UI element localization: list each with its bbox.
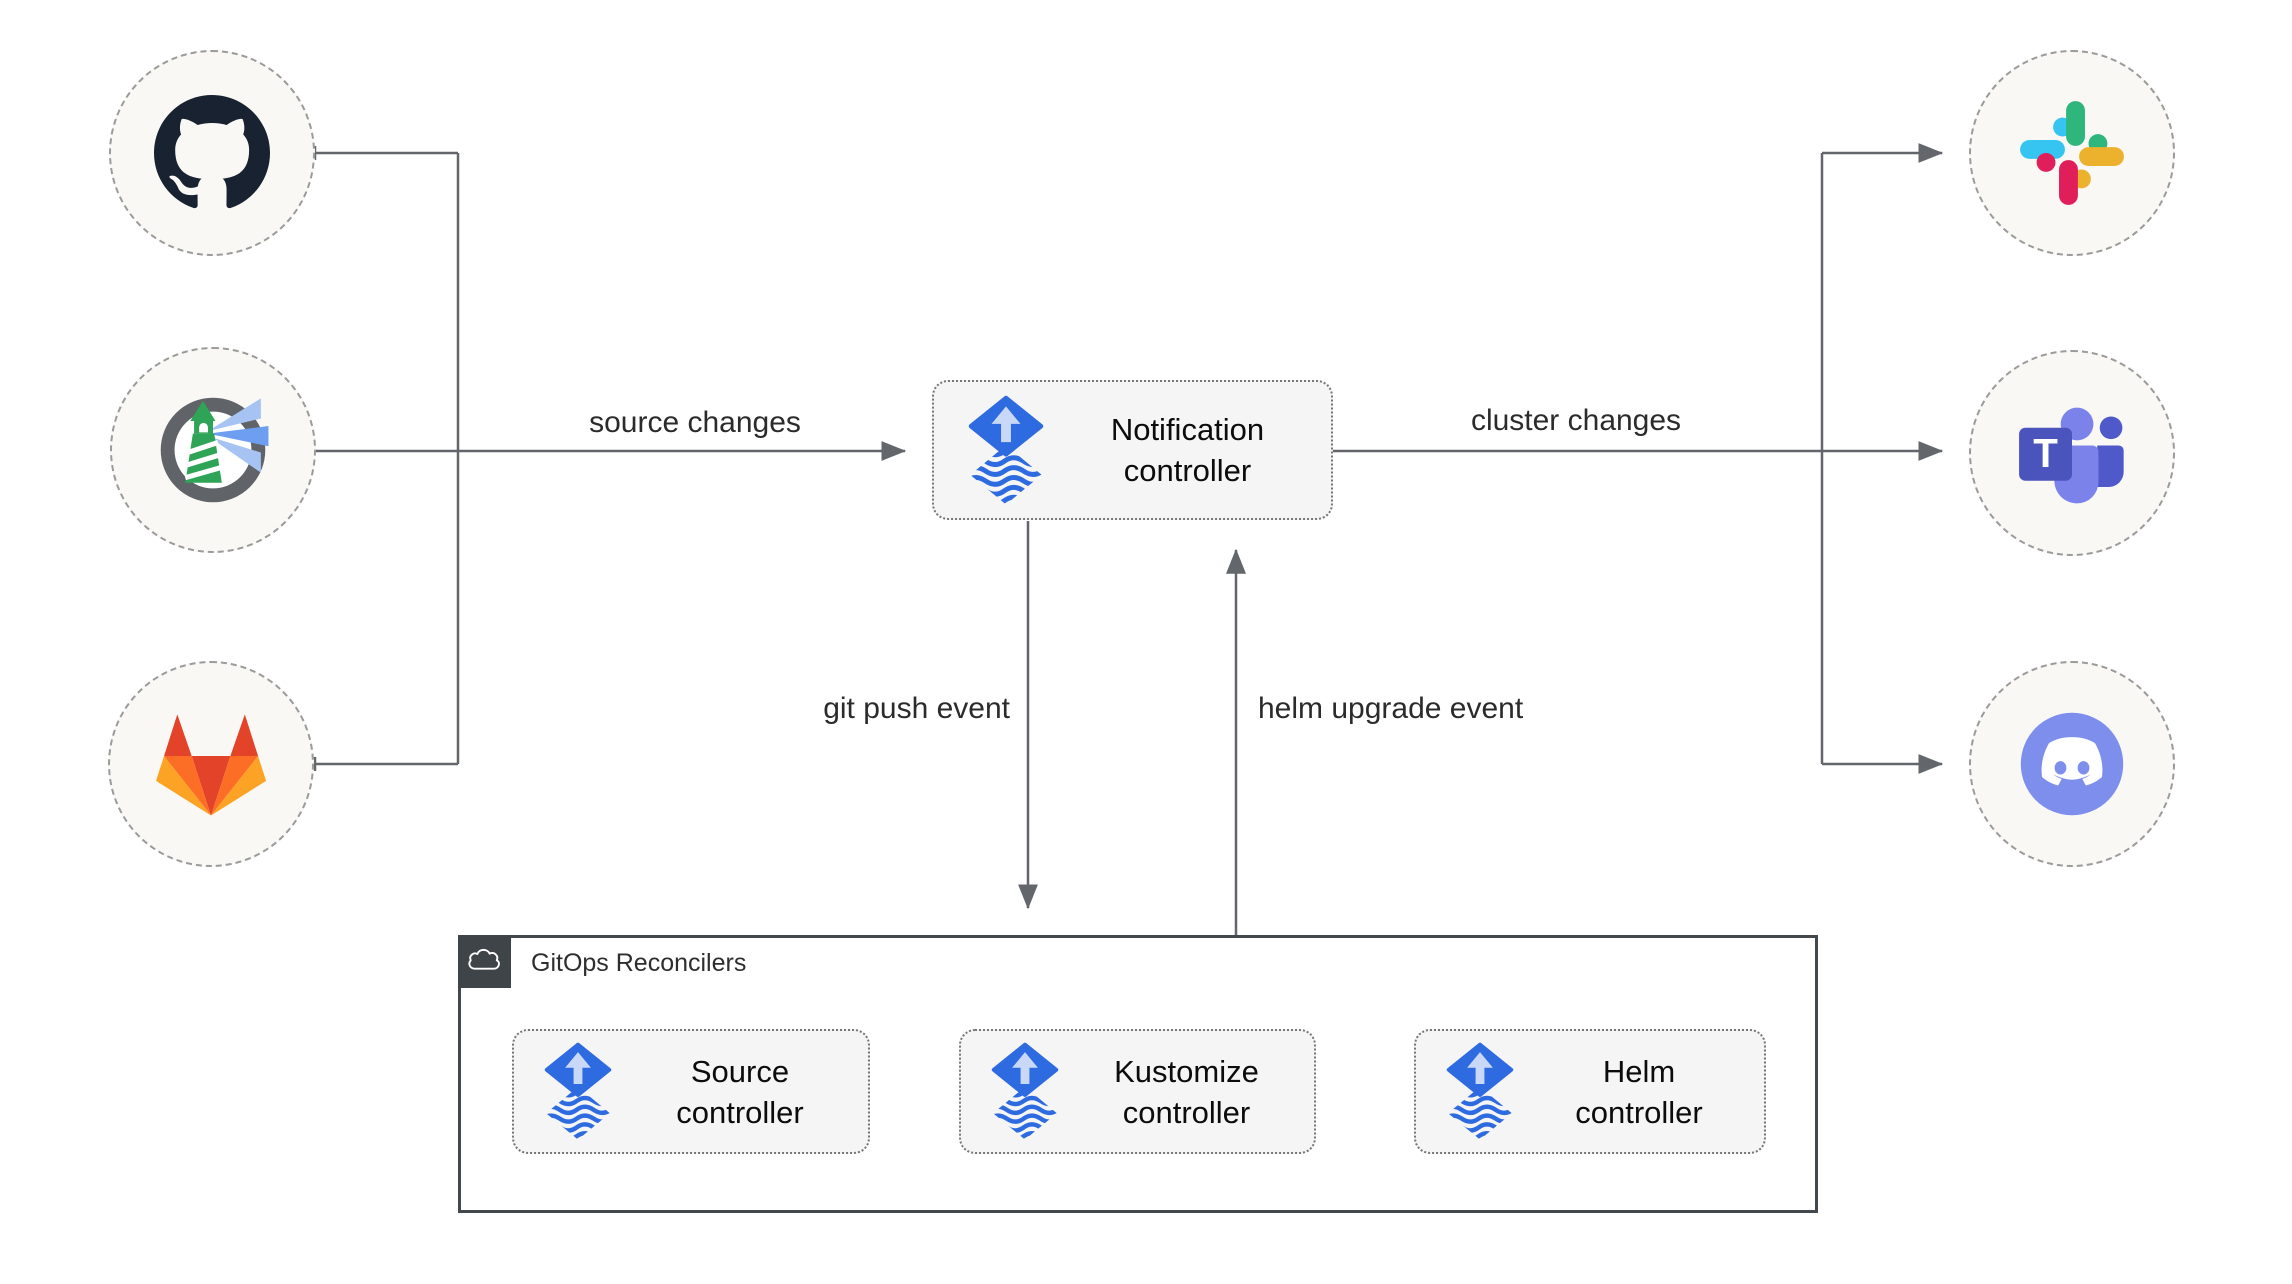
container-gitops-reconcilers: GitOps Reconcilers Source controller Kus… bbox=[458, 935, 1818, 1213]
node-title-line1: Source bbox=[690, 1053, 790, 1089]
target-node-discord bbox=[1969, 661, 2175, 867]
source-node-gitlab bbox=[108, 661, 314, 867]
teams-icon bbox=[2009, 390, 2135, 516]
edge-label-git-push-event: git push event bbox=[823, 692, 1010, 725]
node-notification-controller: Notification controller bbox=[932, 380, 1333, 520]
edge-label-helm-upgrade-event: helm upgrade event bbox=[1258, 692, 1524, 725]
edge-label-cluster-changes: cluster changes bbox=[1470, 404, 1682, 437]
node-helm-controller: Helm controller bbox=[1414, 1029, 1766, 1154]
flux-icon bbox=[1446, 1042, 1514, 1141]
gitops-container-label: GitOps Reconcilers bbox=[531, 949, 747, 977]
node-title-line1: Helm bbox=[1602, 1053, 1676, 1089]
node-title-line1: Notification bbox=[1110, 412, 1265, 447]
edge-label-source-changes: source changes bbox=[589, 406, 801, 439]
flux-icon bbox=[968, 395, 1044, 506]
source-node-harbor bbox=[110, 347, 316, 553]
source-node-github bbox=[109, 50, 315, 256]
node-source-controller: Source controller bbox=[512, 1029, 870, 1154]
node-title-line2: controller bbox=[676, 1094, 804, 1130]
node-kustomize-controller: Kustomize controller bbox=[959, 1029, 1316, 1154]
flux-icon bbox=[991, 1042, 1059, 1141]
target-node-slack bbox=[1969, 50, 2175, 256]
cloud-icon bbox=[464, 941, 506, 983]
gitlab-icon bbox=[149, 707, 273, 821]
node-title-line2: controller bbox=[1575, 1094, 1703, 1130]
node-title: Kustomize controller bbox=[1059, 1051, 1314, 1133]
harbor-icon bbox=[150, 387, 276, 513]
node-title: Source controller bbox=[612, 1051, 868, 1133]
gitops-header-badge bbox=[458, 935, 511, 988]
github-icon bbox=[154, 95, 270, 211]
node-title: Notification controller bbox=[1044, 409, 1331, 491]
node-title-line1: Kustomize bbox=[1114, 1053, 1259, 1089]
flux-icon bbox=[544, 1042, 612, 1141]
target-node-teams bbox=[1969, 350, 2175, 556]
node-title-line2: controller bbox=[1122, 1094, 1251, 1130]
node-title-line2: controller bbox=[1123, 453, 1252, 488]
discord-icon bbox=[2008, 700, 2136, 828]
slack-icon bbox=[2013, 94, 2131, 212]
node-title: Helm controller bbox=[1514, 1051, 1764, 1133]
